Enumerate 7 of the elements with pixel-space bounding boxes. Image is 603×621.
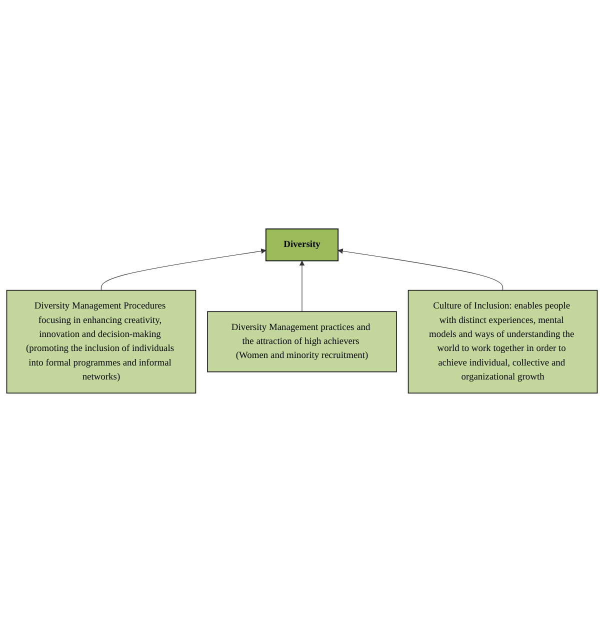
node-box: Diversity Management practices and the attraction of high achievers (Women and minority recruitment) bbox=[206, 310, 396, 372]
node-box: Diversity Management Procedures focusing in enhancing creativity, innovation and decision-making (promoting the inclusion of individuals into formal programmes and informal networks) bbox=[6, 289, 196, 394]
node-box: Culture of Inclusion: enables people with distinct experiences, mental models and ways of understanding the world to work together in order to achieve individual, collective and organizational growth bbox=[407, 289, 598, 394]
arrow bbox=[100, 248, 266, 290]
node-box: Diversity bbox=[264, 228, 338, 261]
arrow bbox=[337, 248, 503, 290]
arrow bbox=[298, 260, 304, 312]
